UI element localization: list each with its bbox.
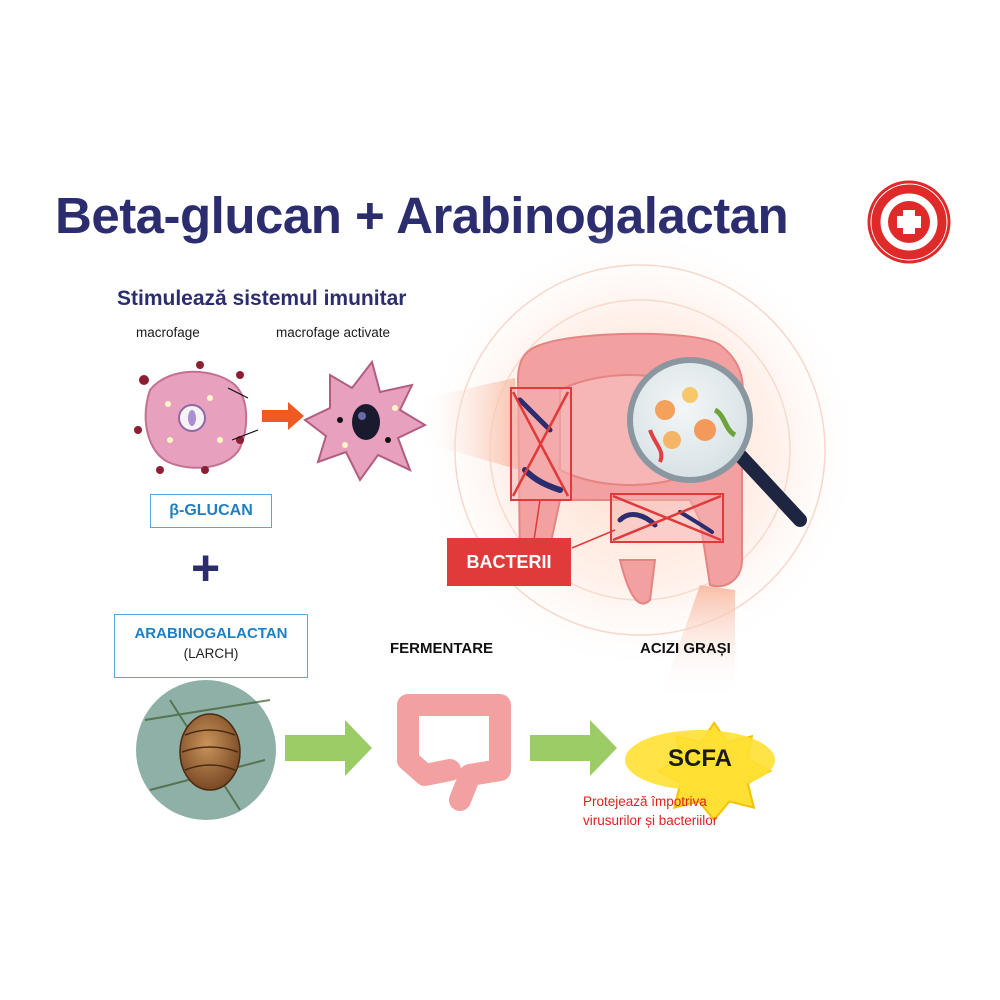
bacteria-badge: BACTERII — [447, 538, 571, 586]
bacteria-box-left — [510, 387, 572, 501]
green-arrow-2-icon — [530, 720, 617, 776]
macrophage-icon — [134, 361, 259, 474]
subtitle: Stimulează sistemul imunitar — [117, 287, 407, 310]
scfa-label: SCFA — [668, 745, 733, 772]
scfa-note-line1: Protejează împotriva — [583, 794, 707, 809]
scfa-note-line2: virusurilor și bacteriilor — [583, 813, 718, 828]
magnifier-icon — [627, 357, 807, 527]
fermentation-intestine-icon — [397, 694, 511, 811]
swiss-research-seal-icon — [867, 180, 951, 264]
bacteria-box-right — [610, 493, 724, 543]
scfa-note: Protejează împotriva virusurilor și bact… — [583, 792, 717, 830]
activated-macrophage-icon — [303, 359, 428, 482]
macrophages-label: macrofage — [136, 325, 200, 340]
larch-cone-image — [136, 680, 276, 820]
green-arrow-1-icon — [285, 720, 372, 776]
arabinogalactan-label: ARABINOGALACTAN — [134, 625, 288, 642]
beam-to-intestine — [415, 378, 520, 470]
beta-glucan-label: β-GLUCAN — [150, 494, 272, 528]
fatty-acids-label: ACIZI GRAȘI — [640, 640, 731, 657]
fermentation-label: FERMENTARE — [390, 640, 494, 657]
beam-from-scfa — [660, 585, 735, 700]
plus-sign: + — [191, 540, 221, 596]
activated-macrophages-label: macrofage activate — [276, 325, 391, 340]
larch-label: (LARCH) — [183, 646, 239, 661]
activation-arrow-icon — [262, 402, 304, 430]
arabinogalactan-box: ARABINOGALACTAN (LARCH) — [114, 614, 308, 678]
